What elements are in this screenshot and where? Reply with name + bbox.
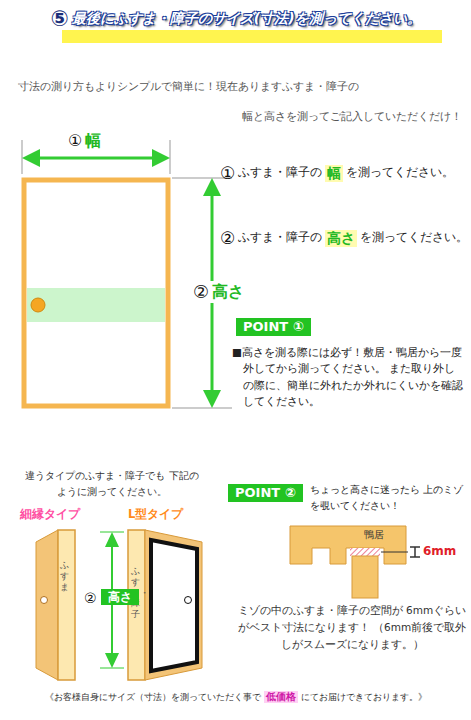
label-text: ② (220, 228, 235, 248)
arrow-head (152, 149, 170, 167)
text-row: ② (84, 590, 97, 607)
extension-line (170, 140, 171, 174)
text-row: ①ふすま・障子の幅を測ってください。 (220, 163, 454, 183)
text-row: 細縁タイプ (20, 508, 80, 522)
point-badge: POINT ② (228, 484, 303, 502)
point-badge: POINT ① (236, 318, 311, 336)
arrow-head (22, 149, 40, 167)
door-handle (185, 597, 192, 604)
label-text: 《お客様自身にサイズ（寸法）を測っていただく事で (45, 691, 261, 702)
door-handle (41, 597, 48, 604)
label-text: 鴨居 (364, 529, 384, 540)
label-text: を測ってください。 (346, 166, 454, 180)
label-text: 高さ (212, 282, 244, 301)
leader-line (381, 552, 408, 553)
label-text: 違うタイプのふすま・障子でも 下記のように測ってください。 (22, 468, 202, 500)
page-title: 最後にふすま・障子のサイズ(寸法)を測ってください。 (72, 10, 421, 28)
handle-band (27, 288, 165, 322)
label-text: 幅と高さを測ってご記入していただくだけ！ (242, 110, 462, 123)
label-text: ② (193, 281, 209, 303)
label-text: 低価格 (264, 691, 298, 703)
label-text: ちょっと高さに迷ったら 上のミゾを覗いてください！ (310, 482, 468, 514)
text-row: 違うタイプのふすま・障子でも 下記のように測ってください。 (22, 468, 202, 500)
arrow-head (105, 653, 119, 668)
door-face (36, 530, 58, 680)
label-text: ⑤ (50, 6, 68, 32)
text-row: ⑤最後にふすま・障子のサイズ(寸法)を測ってください。 (0, 6, 471, 32)
label-text: ふすま・障子の (238, 166, 322, 180)
text-row: 《お客様自身にサイズ（寸法）を測っていただく事で低価格にてお届けできております。… (0, 691, 471, 703)
gap-hatch (350, 548, 380, 556)
text-row: ちょっと高さに迷ったら 上のミゾを覗いてください！ (310, 482, 468, 514)
label-text: を測ってください。 (360, 231, 468, 245)
label-text: 幅 (325, 165, 343, 182)
arrow-head (203, 178, 221, 196)
point-badge: 高さ (101, 589, 139, 605)
label-text: ① (68, 131, 82, 150)
text-row: ふすま (60, 560, 69, 592)
extension-line (22, 140, 23, 174)
text-row: ②ふすま・障子の高さを測ってください。 (220, 228, 468, 248)
label-text: ふすま・障子の (238, 231, 322, 245)
text-row: 6mm (423, 544, 456, 558)
label-text: 細縁タイプ (20, 508, 80, 522)
label-text: 6mm (423, 544, 456, 558)
text-row: L型タイプ (128, 508, 183, 522)
label-text: ミゾの中のふすま・障子の空間が 6mmぐらいがベスト寸法になります！ （6mm前… (236, 602, 468, 652)
kamoi-rail (290, 526, 406, 564)
label-text: ① (220, 163, 235, 183)
label-text: 寸法の測り方もよりシンプルで簡単に！現在ありますふすま・障子の (18, 80, 359, 93)
door-face (145, 530, 202, 680)
label-text: L型タイプ (128, 508, 183, 522)
label-text: ② (84, 590, 97, 607)
node-text: POINT ① (243, 319, 304, 334)
door-handle (31, 298, 45, 312)
extension-line (172, 408, 232, 409)
arrow-head (203, 390, 221, 408)
door-frame (24, 180, 168, 406)
text-row: ■高さを測る際には必ず！敷居・鴨居から一度 外してから測ってください。 また取り… (232, 344, 464, 409)
text-row: 鴨居 (364, 529, 384, 540)
title-highlight (62, 30, 442, 43)
vertical-label: ふすま (60, 560, 69, 592)
text-row: ①幅 (68, 131, 101, 150)
node-text: 高さ (108, 590, 132, 604)
extension-line (100, 668, 124, 669)
text-row: ミゾの中のふすま・障子の空間が 6mmぐらいがベスト寸法になります！ （6mm前… (236, 602, 468, 652)
text-row: 寸法の測り方もよりシンプルで簡単に！現在ありますふすま・障子の (18, 80, 359, 93)
dimension-mark (414, 547, 416, 557)
text-row: ②高さ (193, 281, 244, 303)
dimension-line (38, 157, 154, 160)
label-text: 幅 (85, 131, 101, 150)
text-row: 幅と高さを測ってご記入していただくだけ！ (0, 110, 462, 123)
label-text: にてお届けできております。》 (301, 691, 427, 702)
door-top (352, 556, 378, 598)
label-text: ■高さを測る際には必ず！敷居・鴨居から一度 外してから測ってください。 また取り… (232, 344, 464, 409)
door-panel (151, 540, 197, 671)
label-text: 高さ (325, 230, 357, 247)
node-text: POINT ② (235, 485, 296, 500)
door-edge (58, 530, 75, 680)
extension-line (100, 532, 124, 533)
arrow-head (105, 532, 119, 547)
